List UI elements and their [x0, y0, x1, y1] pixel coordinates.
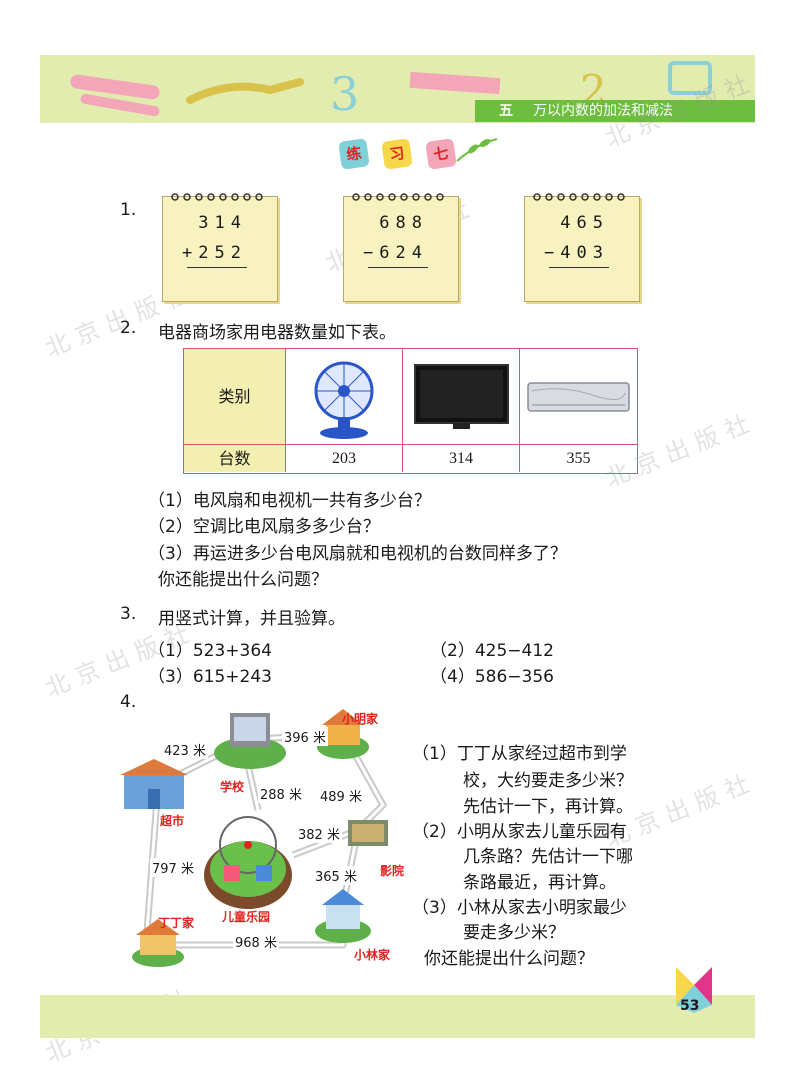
minuend: 465 [560, 213, 609, 233]
sub-question: （2）空调比电风扇多多少台？ [148, 517, 380, 537]
supermarket-icon [120, 759, 188, 809]
question-number: 4. [120, 692, 137, 712]
minuend: 688 [379, 213, 428, 233]
table-cell-tv [403, 349, 520, 445]
distance-label: 423 米 [162, 740, 208, 759]
spiral-binding-icon [352, 193, 444, 201]
appliance-table: 类别 台数 203 314 355 [183, 348, 638, 474]
chapter-title: 万以内数的加法和减法 [533, 103, 673, 119]
exercise-title-char: 七 [425, 138, 457, 170]
dingding-house-icon [132, 919, 184, 967]
sub-question: （2）小明从家去儿童乐园有 [412, 822, 627, 842]
notepad: 465 −403 [524, 193, 640, 302]
sub-question: （1）电风扇和电视机一共有多少台？ [148, 491, 431, 511]
question-number: 2. [120, 318, 137, 338]
exercise-title-char: 练 [338, 138, 370, 170]
difference-line [368, 267, 428, 268]
notepad: 314 +252 [162, 193, 278, 302]
sub-question: （1）丁丁从家经过超市到学 [412, 744, 627, 764]
calc-item: （4）586−356 [430, 667, 554, 687]
place-label: 学校 [220, 780, 245, 794]
place-label: 小明家 [342, 712, 379, 726]
tv-icon [414, 364, 509, 429]
sub-question: 条路最近，再计算。 [463, 873, 616, 893]
table-header-count: 台数 [184, 445, 286, 472]
table-header-category: 类别 [184, 349, 286, 445]
table-cell-ac [520, 349, 637, 445]
distance-label: 288 米 [258, 784, 304, 803]
notepad: 688 −624 [343, 193, 459, 302]
question-number: 1. [120, 200, 137, 220]
cinema-icon [348, 820, 388, 846]
spiral-binding-icon [171, 193, 263, 201]
distance-label: 797 米 [150, 858, 196, 877]
calc-item: （2）425−412 [430, 641, 554, 661]
place-label: 影院 [380, 864, 405, 878]
place-label: 儿童乐园 [222, 910, 271, 924]
sub-question: 你还能提出什么问题？ [158, 570, 328, 590]
table-cell-count: 314 [403, 445, 520, 472]
calc-item: （3）615+243 [148, 667, 272, 687]
chapter-number: 五 [499, 103, 513, 119]
xiaoming-house-icon [317, 709, 369, 759]
leaf-decoration-icon [456, 138, 498, 162]
air-conditioner-icon [527, 382, 630, 412]
distance-label: 382 米 [296, 824, 342, 843]
sub-question: 先估计一下，再计算。 [463, 797, 633, 817]
question-stem: 用竖式计算，并且验算。 [158, 609, 345, 629]
place-label: 超市 [160, 814, 185, 828]
sub-question: 你还能提出什么问题？ [424, 949, 594, 969]
page-number: 53 [680, 998, 700, 1014]
subtrahend: −403 [544, 243, 609, 263]
footer-band [40, 995, 755, 1038]
subtrahend: −624 [363, 243, 428, 263]
sub-question: 几条路？先估计一下哪 [463, 847, 633, 867]
sub-question: （3）再运进多少台电风扇就和电视机的台数同样多了？ [148, 544, 567, 564]
sub-question: 要走多少米？ [463, 923, 565, 943]
school-icon [214, 713, 286, 769]
distance-label: 489 米 [318, 786, 364, 805]
distance-label: 365 米 [313, 866, 359, 885]
addend-bottom: +252 [182, 243, 247, 263]
route-map [120, 709, 388, 967]
xiaolin-house-icon [315, 889, 371, 943]
question-number: 3. [120, 604, 137, 624]
place-label: 丁丁家 [158, 916, 195, 930]
table-cell-count: 355 [566, 450, 591, 467]
distance-label: 968 米 [233, 932, 279, 951]
amusement-park-icon [204, 816, 292, 909]
place-label: 小林家 [354, 948, 391, 962]
spiral-binding-icon [533, 193, 625, 201]
distance-label: 396 米 [282, 727, 328, 746]
addend-top: 314 [198, 213, 247, 233]
difference-line [549, 267, 609, 268]
table-cell-fan [286, 349, 403, 445]
exercise-title-char: 习 [381, 138, 413, 170]
fan-icon [314, 361, 374, 439]
sub-question: （3）小林从家去小明家最少 [412, 898, 627, 918]
sub-question: 校，大约要走多少米？ [463, 771, 633, 791]
sum-line [187, 267, 247, 268]
svg-text:3: 3 [330, 67, 359, 121]
chapter-banner: 五 万以内数的加法和减法 [475, 100, 755, 122]
page-corner-decoration-icon [676, 967, 712, 1013]
table-cell-count: 203 [286, 445, 403, 472]
question-stem: 电器商场家用电器数量如下表。 [158, 323, 396, 343]
calc-item: （1）523+364 [148, 641, 272, 661]
